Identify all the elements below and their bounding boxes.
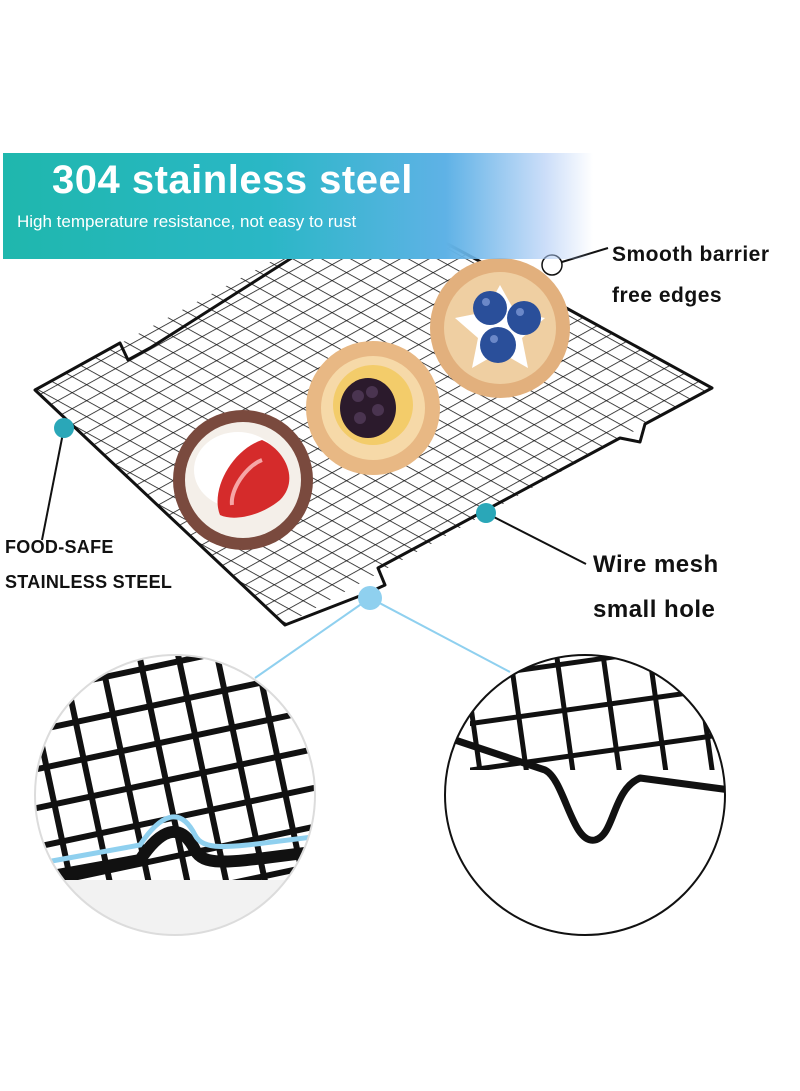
detail-marker (358, 586, 382, 610)
strawberry-tart-icon (173, 410, 313, 550)
smooth-edges-label-line1: Smooth barrier (612, 243, 770, 266)
food-safe-label-line1: FOOD-SAFE (5, 537, 114, 557)
blueberry-tart-icon (430, 258, 570, 398)
wire-mesh-marker (476, 503, 496, 523)
callout-lines (41, 247, 609, 679)
banner-title: 304 stainless steel (52, 158, 413, 202)
edge-detail-magnifier-icon (444, 654, 726, 936)
wire-mesh-label-line1: Wire mesh (593, 551, 719, 578)
food-safe-marker (54, 418, 74, 438)
feature-banner (3, 153, 593, 259)
berry-tart-icon (306, 341, 440, 475)
mesh-detail-magnifier-icon (34, 654, 316, 936)
banner-subtitle: High temperature resistance, not easy to… (17, 212, 357, 231)
food-safe-label-line2: STAINLESS STEEL (5, 572, 173, 592)
wire-mesh-label-line2: small hole (593, 596, 716, 623)
smooth-edges-label-line2: free edges (612, 284, 723, 307)
